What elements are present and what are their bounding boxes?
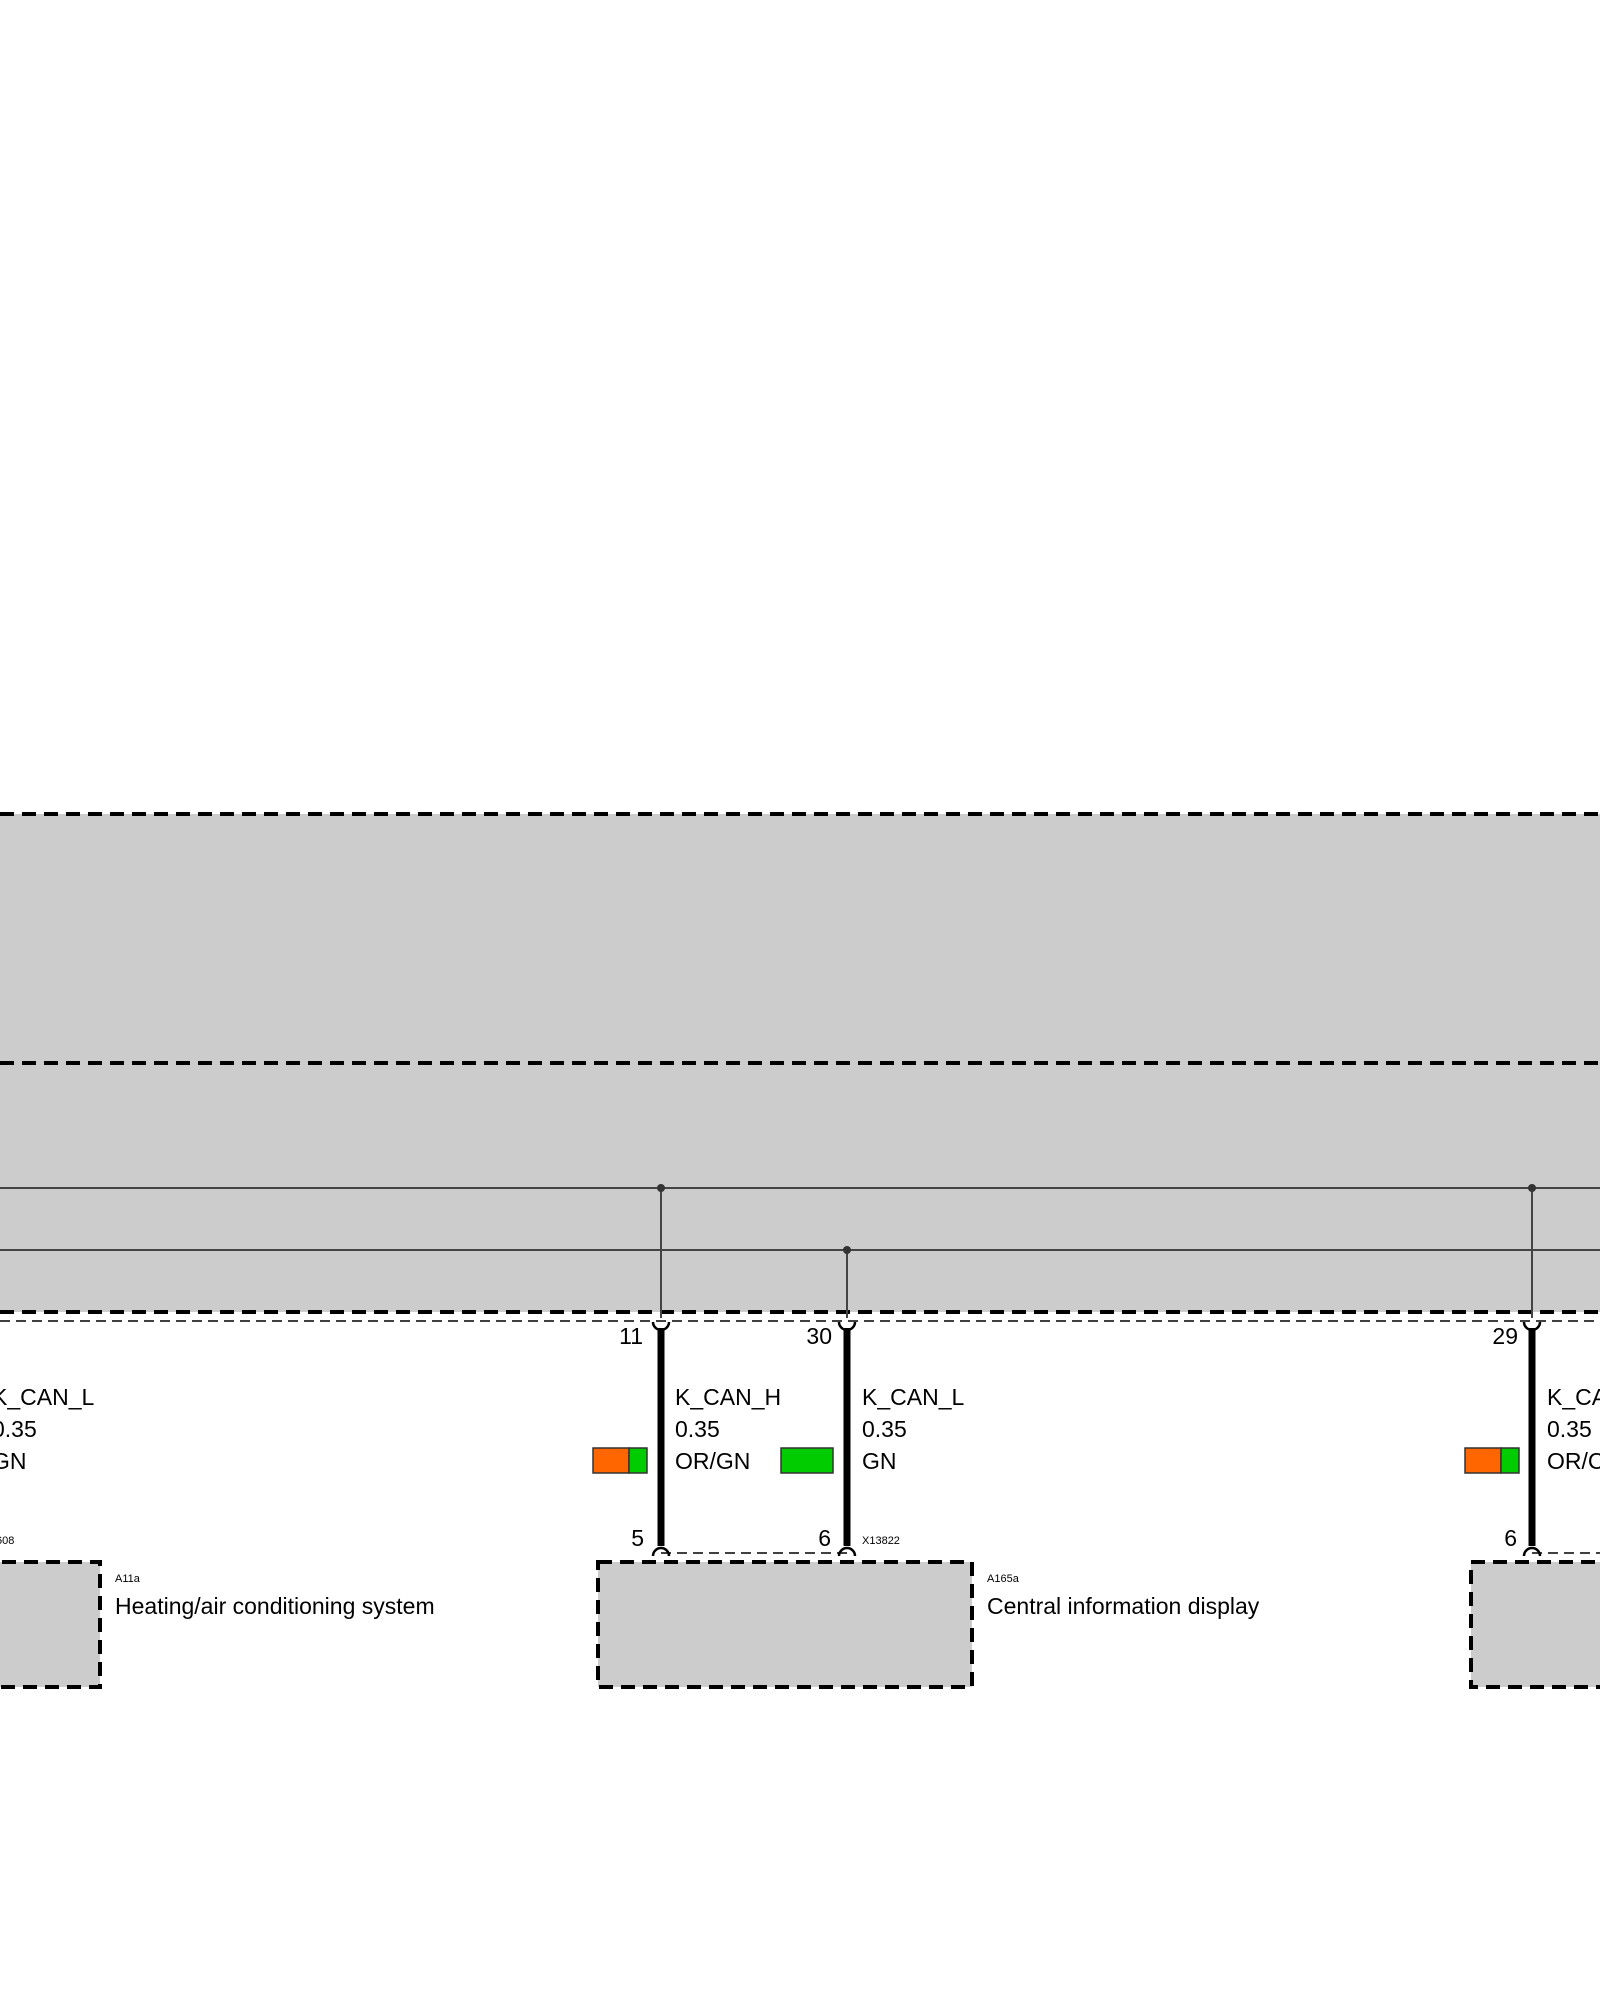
wire-signal: K_CAN_L — [862, 1384, 964, 1410]
wire-size: 0.35 — [0, 1416, 37, 1442]
junction-dot — [657, 1184, 665, 1192]
component-id: A165a — [987, 1573, 1020, 1585]
pin-number: 29 — [1492, 1323, 1518, 1349]
component-id: A11a — [115, 1573, 141, 1585]
color-swatch-gn — [780, 1447, 834, 1474]
component-name: Central information display — [987, 1593, 1260, 1619]
connector-id: 608 — [0, 1535, 14, 1547]
color-swatch-or-gn — [592, 1447, 648, 1474]
pin-number: 6 — [1504, 1525, 1517, 1551]
component-box-partial[interactable] — [1469, 1560, 1600, 1689]
wire-30-6[interactable] — [837, 1321, 857, 1557]
junction-dot — [1528, 1184, 1536, 1192]
pin-number: 6 — [818, 1525, 831, 1551]
connector-id: X13822 — [862, 1535, 900, 1547]
wire-size: 0.35 — [1547, 1416, 1592, 1442]
component-name: Heating/air conditioning system — [115, 1593, 435, 1619]
wire-29-6[interactable] — [1522, 1321, 1542, 1557]
wire-size: 0.35 — [862, 1416, 907, 1442]
pin-number: 5 — [631, 1525, 644, 1551]
component-box-a11a[interactable] — [0, 1560, 102, 1689]
wire-color: GN — [0, 1448, 27, 1474]
wire-11-5[interactable] — [651, 1321, 671, 1557]
wire-signal: K_CAN_H — [675, 1384, 781, 1410]
component-box-a165a[interactable] — [596, 1560, 974, 1689]
junction-dot — [843, 1246, 851, 1254]
pin-number: 11 — [619, 1323, 643, 1349]
wire-size: 0.35 — [675, 1416, 720, 1442]
wire-color: OR/GN — [675, 1448, 750, 1474]
pin-number: 30 — [806, 1323, 832, 1349]
color-swatch-or-gn — [1464, 1447, 1520, 1474]
wire-color: GN — [862, 1448, 897, 1474]
wire-signal: K_CA — [1547, 1384, 1600, 1410]
wire-signal: K_CAN_L — [0, 1384, 94, 1410]
wire-color: OR/C — [1547, 1448, 1600, 1474]
